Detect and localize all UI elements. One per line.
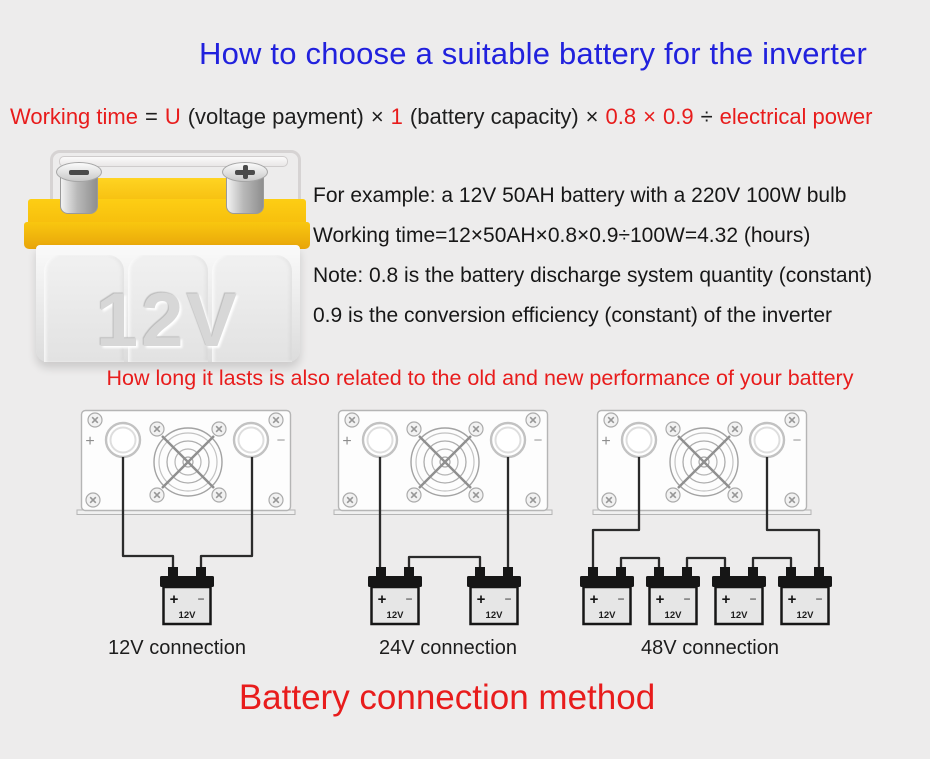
- battery-age-notice: How long it lasts is also related to the…: [106, 366, 854, 390]
- battery-handle-bar: [59, 156, 288, 167]
- formula-equals: =: [144, 104, 158, 129]
- example-text-block: For example: a 12V 50AH battery with a 2…: [313, 184, 872, 344]
- wire: [751, 556, 793, 568]
- minus-slot-icon: [69, 169, 89, 175]
- wire: [121, 457, 175, 568]
- formula-power-label: electrical power: [719, 104, 873, 129]
- battery-terminal-negative: [56, 162, 102, 214]
- battery-12v-image: 12V: [18, 142, 318, 367]
- wire: [591, 457, 641, 568]
- caption-24v-connection: 24V connection: [379, 637, 517, 659]
- plus-slot-icon: [242, 165, 248, 179]
- wire: [407, 555, 482, 568]
- formula-working-time: Working time: [10, 104, 138, 129]
- caption-48v-connection: 48V connection: [641, 637, 779, 659]
- formula-voltage-note: (voltage payment): [187, 104, 364, 129]
- caption-12v-connection: 12V connection: [108, 637, 246, 659]
- battery-yellow-lip: [24, 222, 310, 249]
- example-line: 0.9 is the conversion efficiency (consta…: [313, 304, 833, 327]
- battery-voltage-emboss: 12V: [95, 278, 241, 363]
- wire: [685, 556, 727, 568]
- diagram-48v-connection: [578, 411, 834, 626]
- formula-capacity-note: (battery capacity): [409, 104, 579, 129]
- battery-body: 12V: [36, 245, 300, 363]
- example-line: For example: a 12V 50AH battery with a 2…: [313, 184, 847, 207]
- formula-divide: ÷: [700, 104, 713, 129]
- connection-diagrams: + − + − 12V: [0, 402, 834, 626]
- battery-cell: [212, 255, 292, 362]
- formula-times: ×: [643, 104, 656, 129]
- terminal-cap: [222, 162, 268, 182]
- diagram-24v-connection: [334, 411, 552, 626]
- battery-cell: [128, 255, 208, 362]
- terminal-cap: [56, 162, 102, 182]
- wire: [765, 457, 821, 568]
- formula-u: U: [164, 104, 181, 129]
- page-title: How to choose a suitable battery for the…: [199, 36, 868, 71]
- formula-factor-efficiency: 0.9: [662, 104, 694, 129]
- formula-times: ×: [370, 104, 384, 129]
- formula-one: 1: [390, 104, 403, 129]
- wire: [199, 457, 254, 568]
- bottom-title: Battery connection method: [238, 678, 656, 717]
- working-time-formula: Working time = U (voltage payment) × 1 (…: [10, 104, 872, 130]
- battery-terminal-positive: [222, 162, 268, 214]
- wire: [619, 556, 661, 568]
- example-line: Note: 0.8 is the battery discharge syste…: [313, 264, 873, 287]
- diagram-12v-connection: [77, 411, 295, 626]
- example-line: Working time=12×50AH×0.8×0.9÷100W=4.32 (…: [313, 224, 811, 247]
- formula-times: ×: [585, 104, 599, 129]
- formula-factor-discharge: 0.8: [605, 104, 637, 129]
- battery-cell: [44, 255, 124, 362]
